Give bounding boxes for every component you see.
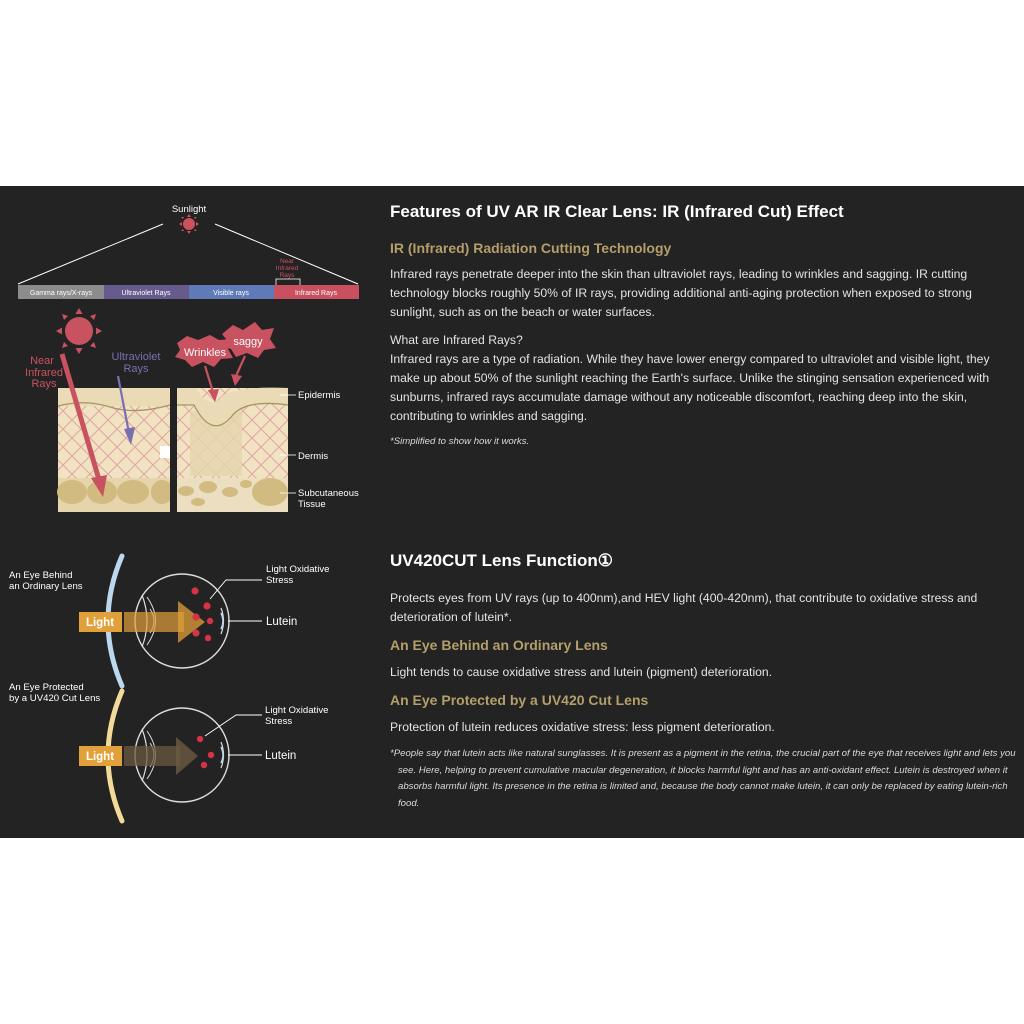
info-panel: Sunlight Near Infrared Rays Gamma rays/X… xyxy=(0,186,1024,838)
skin-after xyxy=(177,387,289,512)
spectrum-visible: Visible rays xyxy=(213,290,249,297)
uv-label-2: Rays xyxy=(123,363,149,375)
spectrum-bar: Gamma rays/X-rays Ultraviolet Rays Visib… xyxy=(18,285,359,299)
near-ir-label-3: Rays xyxy=(31,378,57,390)
ordinary-light-beam: Light xyxy=(79,601,205,643)
big-sun-icon xyxy=(56,308,102,354)
epidermis-label: Epidermis xyxy=(298,390,340,401)
infrared-skin-diagram: Sunlight Near Infrared Rays Gamma rays/X… xyxy=(17,204,359,512)
sun-icon xyxy=(179,214,199,234)
spectrum-ir: Infrared Rays xyxy=(295,290,338,297)
ir-note: *Simplified to show how it works. xyxy=(390,436,530,447)
uv-subtitle-protected: An Eye Protected by a UV420 Cut Lens xyxy=(390,692,649,708)
dermis-label: Dermis xyxy=(298,451,328,462)
uv-paragraph-1: Protects eyes from UV rays (up to 400nm)… xyxy=(390,591,978,624)
uv-section-title: UV420CUT Lens Function① xyxy=(390,551,614,570)
saggy-label: saggy xyxy=(233,336,263,348)
ir-paragraph-1: Infrared rays penetrate deeper into the … xyxy=(390,267,972,319)
uv-paragraph-2: Light tends to cause oxidative stress an… xyxy=(390,665,773,679)
spectrum-fan-right xyxy=(214,223,359,285)
ordinary-lutein-label: Lutein xyxy=(266,616,297,628)
stress-marks-protected xyxy=(196,735,215,769)
spectrum-gamma: Gamma rays/X-rays xyxy=(30,290,93,297)
ir-paragraph-2: Infrared rays are a type of radiation. W… xyxy=(390,352,990,423)
ir-section-subtitle: IR (Infrared) Radiation Cutting Technolo… xyxy=(390,240,672,256)
protected-title-1: An Eye Protected xyxy=(9,682,84,693)
uv420-eye-diagram: An Eye Behind an Ordinary Lens Light Lig… xyxy=(9,553,329,824)
ir-question: What are Infrared Rays? xyxy=(390,333,523,347)
subcutaneous-label-1: Subcutaneous xyxy=(298,488,359,499)
near-ir-label-1: Near xyxy=(30,355,54,367)
uv-subtitle-ordinary: An Eye Behind an Ordinary Lens xyxy=(390,637,608,653)
ordinary-title-1: An Eye Behind xyxy=(9,570,72,581)
near-ir-small-1: Near xyxy=(280,258,295,265)
ordinary-stress-label-2: Stress xyxy=(266,575,293,586)
uv-label-1: Ultraviolet xyxy=(112,351,161,363)
uv-paragraph-3: Protection of lutein reduces oxidative s… xyxy=(390,720,775,734)
protected-title-2: by a UV420 Cut Lens xyxy=(9,693,100,704)
spectrum-uv: Ultraviolet Rays xyxy=(121,290,171,297)
saggy-badge: saggy xyxy=(220,322,276,358)
infrared-ray-arrow xyxy=(59,353,103,484)
stress-marks-ordinary xyxy=(191,587,214,642)
skin-before xyxy=(57,388,173,512)
protected-light-beam: Light xyxy=(79,737,198,775)
near-ir-bracket xyxy=(275,278,301,285)
subcutaneous-label-2: Tissue xyxy=(298,499,326,510)
ordinary-title-2: an Ordinary Lens xyxy=(9,581,83,592)
wrinkles-badge: Wrinkles xyxy=(175,335,233,367)
near-ir-small-3: Rays xyxy=(280,272,296,279)
sunlight-label: Sunlight xyxy=(172,204,207,215)
spectrum-fan-left xyxy=(17,223,164,285)
wrinkles-label: Wrinkles xyxy=(184,347,226,359)
protected-stress-label-2: Stress xyxy=(265,716,292,727)
uv-ray-arrow xyxy=(116,375,131,434)
protected-lutein-label: Lutein xyxy=(265,750,296,762)
ordinary-stress-label-1: Light Oxidative xyxy=(266,564,329,575)
near-ir-small-2: Infrared xyxy=(276,265,299,272)
ordinary-light-label: Light xyxy=(86,617,114,629)
protected-light-label: Light xyxy=(86,751,114,763)
protected-stress-label-1: Light Oxidative xyxy=(265,705,328,716)
ir-section-title: Features of UV AR IR Clear Lens: IR (Inf… xyxy=(390,202,844,221)
uv-footnote: *People say that lutein acts like natura… xyxy=(390,748,1016,809)
near-ir-label-2: Infrared xyxy=(25,367,63,379)
